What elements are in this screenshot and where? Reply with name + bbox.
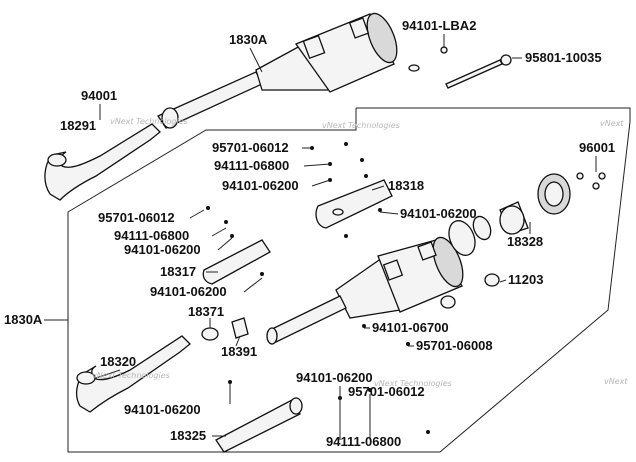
label-11203: 11203 [508,272,543,287]
heat-shield-18318 [315,179,393,229]
label-94111-06800-b: 94111-06800 [114,228,189,243]
label-18318: 18318 [388,178,424,193]
label-1830A-top: 1830A [229,32,268,47]
label-94111-06800-a: 94111-06800 [214,158,289,173]
clamp-18371 [201,327,219,341]
watermark-3: vNext [600,119,624,128]
grommet-1 [484,273,500,287]
header-18320-flange [76,371,96,385]
label-95701-06008: 95701-06008 [416,338,493,353]
top-bolt [445,59,503,89]
label-18317: 18317 [160,264,196,279]
muffler-inlet-pipe [269,295,347,343]
inlet-pipe-end [266,327,278,345]
muffler-bracket-2 [417,241,437,261]
watermark-1: vNext Technologies [110,117,188,126]
label-96001: 96001 [579,140,615,155]
spark-arrestor-inner [544,181,564,207]
label-94111-06800-c: 94111-06800 [326,434,401,449]
assembly-boundary [67,107,631,453]
label-94101-06200-a: 94101-06200 [222,178,299,193]
gasket-ring [472,215,492,241]
label-18391: 18391 [221,344,257,359]
label-18328: 18328 [507,234,543,249]
watermark-4: vNext Technologies [92,371,170,380]
label-95701-06012-c: 95701-06012 [348,384,425,399]
top-bracket-2 [348,17,370,39]
end-cap-ring [448,220,476,256]
screw-96001-b [592,182,600,190]
screw-96001-a [576,172,584,180]
label-95801-10035: 95801-10035 [525,50,602,65]
top-muffler-end [366,12,398,64]
top-bolt-head [500,54,512,66]
tail-tip-opening [499,205,525,235]
muffler-end-cap [432,236,464,288]
label-94101-LBA2: 94101-LBA2 [402,18,476,33]
heat-shield-18317 [202,239,271,285]
label-18291: 18291 [60,118,96,133]
screw-96001-c [598,172,606,180]
label-94101-06200-e: 94101-06200 [296,370,373,385]
shield-18318-hole [332,208,344,216]
top-clamp [161,107,179,129]
label-94101-06700: 94101-06700 [372,320,449,335]
joint-18391 [231,317,249,339]
label-94101-06200-b: 94101-06200 [124,242,201,257]
watermark-2: vNext Technologies [322,121,400,130]
label-1830A-left: 1830A [4,312,43,327]
label-95701-06012-a: 95701-06012 [212,140,289,155]
watermark-5: vNext Technologies [374,379,452,388]
label-94101-06200-c: 94101-06200 [400,206,477,221]
mid-pipe-18325 [215,399,301,453]
label-94101-06200-d: 94101-06200 [150,284,227,299]
mid-pipe-18325-end [289,397,303,415]
label-18320: 18320 [100,354,136,369]
top-washer [408,64,420,72]
top-bracket-1 [302,34,326,60]
hardware-dots [206,142,430,434]
label-18371: 18371 [188,304,224,319]
label-94001: 94001 [81,88,117,103]
grommet-2 [440,295,456,309]
muffler-bracket-1 [382,259,404,281]
leader-lines [44,34,597,440]
label-18325: 18325 [170,428,206,443]
top-header-flange [47,153,67,167]
watermark-6: vNext [604,377,628,386]
label-95701-06012-b: 95701-06012 [98,210,175,225]
label-94101-06200-f: 94101-06200 [124,402,201,417]
